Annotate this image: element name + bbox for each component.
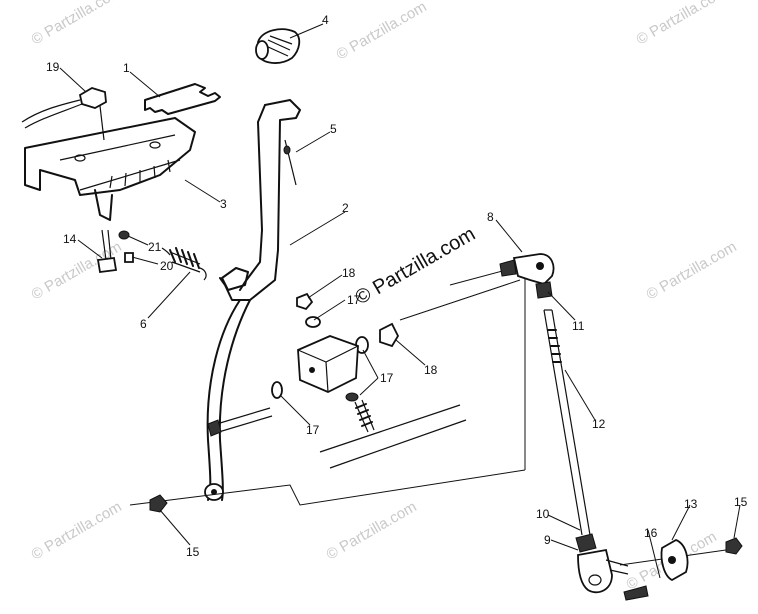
callout-8: 8 <box>487 210 494 224</box>
part-10-nut-lower <box>575 533 597 553</box>
callout-4: 4 <box>322 13 329 27</box>
part-2-lever <box>204 99 301 501</box>
watermark: © Partzilla.com <box>324 498 420 563</box>
callout-1: 1 <box>123 61 130 75</box>
callout-15-left: 15 <box>186 545 200 559</box>
part-21-clip <box>118 230 130 240</box>
callout-12: 12 <box>592 417 606 431</box>
base-lines <box>319 404 467 469</box>
part-6-spring <box>161 247 207 281</box>
bolt-lower-center <box>354 399 375 433</box>
part-14-bolt <box>96 229 118 274</box>
callout-13: 13 <box>684 497 698 511</box>
callout-21: 21 <box>148 240 162 254</box>
part-20-pin <box>124 252 134 263</box>
block <box>297 335 359 393</box>
callout-11: 11 <box>572 319 585 333</box>
bolt-lower-left <box>207 407 273 437</box>
part-5-pin <box>283 139 297 186</box>
callout-17-lower: 17 <box>306 423 320 437</box>
callout-17-middle: 17 <box>380 371 394 385</box>
assembly-lines <box>129 264 741 566</box>
callout-6: 6 <box>140 317 147 331</box>
part-15-nut-left <box>149 494 168 513</box>
callout-3: 3 <box>220 197 227 211</box>
watermark-center: © Partzilla.com <box>352 223 480 309</box>
part-15-nut-right <box>725 537 743 555</box>
callout-18-upper: 18 <box>342 266 356 280</box>
callout-leaders <box>59 23 741 579</box>
callout-labels: 1 2 3 4 5 6 8 9 10 11 12 13 14 15 15 16 … <box>46 13 748 559</box>
part-19-switch <box>21 87 107 141</box>
part-4-knob <box>255 28 301 64</box>
callout-20: 20 <box>160 259 174 273</box>
callout-10: 10 <box>536 507 550 521</box>
part-16-key <box>623 585 649 601</box>
part-12-rod <box>543 309 591 536</box>
watermark: © Partzilla.com <box>29 0 125 48</box>
part-1-gasket <box>144 83 221 115</box>
callout-14: 14 <box>63 232 77 246</box>
part-18-nut-right <box>379 322 400 348</box>
callout-16: 16 <box>644 526 658 540</box>
callout-17-upper: 17 <box>347 293 361 307</box>
callout-19: 19 <box>46 60 60 74</box>
watermark: © Partzilla.com <box>334 0 430 63</box>
callout-2: 2 <box>342 201 349 215</box>
callout-18-right: 18 <box>424 363 438 377</box>
callout-9: 9 <box>544 533 551 547</box>
part-17-washer-c <box>271 381 359 402</box>
watermark: © Partzilla.com <box>29 498 125 563</box>
part-13-arm <box>660 539 689 582</box>
callout-15-right: 15 <box>734 495 748 509</box>
watermark: © Partzilla.com <box>644 238 740 303</box>
part-17-washer-a <box>305 316 321 328</box>
part-9-ball-joint-lower <box>577 548 629 594</box>
part-8-ball-joint-upper <box>499 253 555 286</box>
watermark: © Partzilla.com <box>634 0 730 48</box>
part-3-bracket <box>24 117 196 221</box>
callout-5: 5 <box>330 122 337 136</box>
part-11-stud <box>535 281 553 299</box>
